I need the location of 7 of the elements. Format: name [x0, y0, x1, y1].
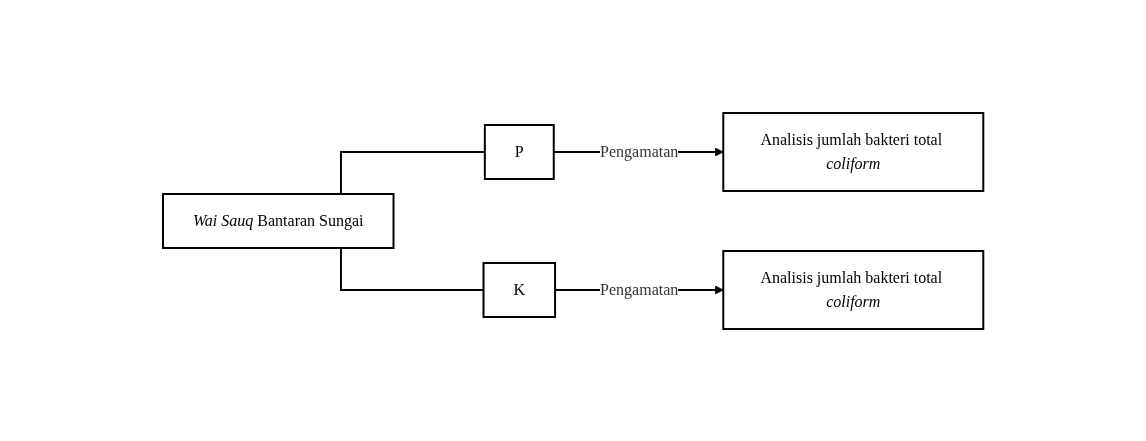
node-box: P	[483, 123, 555, 180]
node-box: Analisis jumlah bakteri total coliform	[722, 111, 985, 192]
node-box: K	[482, 261, 556, 318]
edge-label: Pengamatan	[599, 280, 679, 298]
node-box: Analisis jumlah bakteri total coliform	[722, 249, 985, 330]
node-box: Wai Sauq Bantaran Sungai	[161, 192, 395, 249]
edge-label: Pengamatan	[599, 142, 679, 160]
